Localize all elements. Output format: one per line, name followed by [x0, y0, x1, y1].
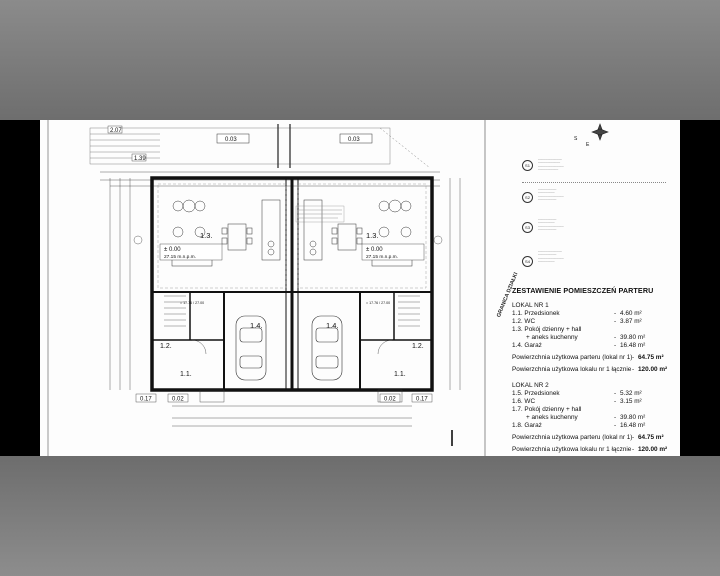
level-marker-mid-left: = 17.76 / 27.00: [180, 301, 204, 305]
lokal2-row-value: 5.32 m²: [620, 390, 642, 397]
left-car: [235, 315, 267, 381]
dim-0-03-left: 0.03: [225, 137, 237, 143]
lokal2-row-value: 16.48 m²: [620, 422, 646, 429]
room-label-left-garage: 1.4.: [250, 321, 263, 330]
blurred-background-top: [0, 0, 720, 120]
lokal2-row: 1.7. Pokój dzienny + hall: [512, 406, 674, 413]
room-label-left-hall: 1.1.: [180, 371, 192, 378]
lokal2-total: Powierzchnia użytkowa parteru (lokal nr …: [512, 434, 664, 441]
lokal2-total-value: 64.75 m²: [638, 434, 664, 441]
level-marker-right: ± 0.00: [366, 247, 383, 253]
lokal1-row-label: 1.4. Garaż: [512, 342, 542, 349]
room-label-right-garage: 1.4.: [326, 321, 339, 330]
blurred-background-bottom: [0, 456, 720, 576]
right-car: [311, 315, 343, 381]
building-outline: [150, 176, 434, 392]
lokal1-row: 1.2. WC - 3.87 m²: [512, 318, 642, 325]
lokal1-overall-value: 120.00 m²: [638, 366, 668, 373]
lokal1-row: 1.1. Przedsionek - 4.60 m²: [512, 310, 642, 317]
legend-panel: S1 ─────────────────────────────────────…: [496, 120, 680, 456]
level-marker-mid-right: = 17.76 / 27.00: [366, 301, 390, 305]
lokal1-row-value: 39.80 m²: [620, 334, 646, 341]
lokal1-total: Powierzchnia użytkowa parteru (lokal nr …: [512, 354, 664, 361]
room-label-left-living: 1.3.: [200, 231, 213, 240]
symbol-s4-note: ────────────────────────────────────────…: [538, 250, 564, 264]
lokal2-row-label: 1.6. WC: [512, 398, 536, 405]
room-label-right-hall: 1.1.: [394, 371, 406, 378]
lokal1-overall-label: Powierzchnia użytkowa lokalu nr 1 łączni…: [512, 366, 632, 373]
dim-0-17-right: 0.17: [416, 397, 428, 403]
floor-plan-sheet: 2.07 1.39 0.03 0.03: [40, 120, 680, 456]
symbol-s4: S4: [522, 256, 533, 267]
lokal1-total-value: 64.75 m²: [638, 354, 664, 361]
lokal2-row: + aneks kuchenny - 39.80 m²: [526, 414, 646, 421]
legend-separator: [522, 182, 666, 183]
level-marker-left: ± 0.00: [164, 247, 181, 253]
lokal2-row-label: + aneks kuchenny: [526, 414, 578, 421]
dim-2-07: 2.07: [110, 128, 122, 134]
lokal1-row: 1.4. Garaż - 16.48 m²: [512, 342, 646, 349]
compass-e: E: [586, 142, 590, 148]
symbol-s2-note: ────────────────────────────────────────…: [538, 188, 564, 202]
lokal1-total-label: Powierzchnia użytkowa parteru (lokal nr …: [512, 354, 633, 361]
floor-plan-drawing: 2.07 1.39 0.03 0.03: [47, 120, 609, 456]
symbol-s3-note: ────────────────────────────────────────…: [538, 218, 564, 232]
lokal2-row-label: 1.8. Garaż: [512, 422, 542, 429]
legend-title: ZESTAWIENIE POMIESZCZEŃ PARTERU: [512, 286, 654, 295]
lokal1-row: 1.3. Pokój dzienny + hall: [512, 326, 674, 333]
lokal1-row-label: 1.1. Przedsionek: [512, 310, 560, 317]
lokal2-name: LOKAL NR 2: [512, 382, 549, 389]
lokal2-total-label: Powierzchnia użytkowa parteru (lokal nr …: [512, 434, 633, 441]
symbol-s1: S1: [522, 160, 533, 171]
lokal2-overall-label: Powierzchnia użytkowa lokalu nr 1 łączni…: [512, 446, 632, 453]
lokal1-overall: Powierzchnia użytkowa lokalu nr 1 łączni…: [512, 366, 668, 373]
terrace-area: [89, 124, 431, 169]
dim-0-03-right: 0.03: [348, 137, 360, 143]
room-label-left-wc: 1.2.: [160, 343, 172, 350]
lokal2-overall: Powierzchnia użytkowa lokalu nr 1 łączni…: [512, 446, 668, 453]
lokal1-row-label: 1.2. WC: [512, 318, 536, 325]
level-marker-right-sub: 27.15 m.n.p.m.: [366, 254, 398, 260]
compass-rose: [591, 123, 609, 141]
level-marker-left-sub: 27.15 m.n.p.m.: [164, 254, 196, 260]
dim-0-02-left: 0.02: [172, 397, 184, 403]
lokal2-row: 1.5. Przedsionek - 5.32 m²: [512, 390, 642, 397]
symbol-s3: S3: [522, 222, 533, 233]
lokal1-row-label: 1.3. Pokój dzienny + hall: [512, 326, 582, 333]
lokal1-row-value: 4.60 m²: [620, 310, 642, 317]
lokal2-row: 1.6. WC - 3.15 m²: [512, 398, 642, 405]
lokal2-row-value: 39.80 m²: [620, 414, 646, 421]
lokal1-row: + aneks kuchenny - 39.80 m²: [526, 334, 646, 341]
lokal1-row-label: + aneks kuchenny: [526, 334, 578, 341]
lokal2-row-value: 3.15 m²: [620, 398, 642, 405]
lokal1-row-value: 16.48 m²: [620, 342, 646, 349]
dim-1-39: 1.39: [134, 156, 146, 162]
lokal2-row-label: 1.7. Pokój dzienny + hall: [512, 406, 582, 413]
lokal2-row: 1.8. Garaż - 16.48 m²: [512, 422, 646, 429]
dim-0-17-left: 0.17: [140, 397, 152, 403]
symbol-s2: S2: [522, 192, 533, 203]
lokal2-overall-value: 120.00 m²: [638, 446, 668, 453]
room-label-right-wc: 1.2.: [412, 343, 424, 350]
lokal2-row-label: 1.5. Przedsionek: [512, 390, 560, 397]
lokal1-name: LOKAL NR 1: [512, 302, 549, 309]
lokal1-row-value: 3.87 m²: [620, 318, 642, 325]
room-label-right-living: 1.3.: [366, 231, 379, 240]
compass-s: S: [574, 136, 578, 142]
dim-0-02-right: 0.02: [384, 397, 396, 403]
symbol-s1-note: ────────────────────────────────────────…: [538, 158, 564, 172]
